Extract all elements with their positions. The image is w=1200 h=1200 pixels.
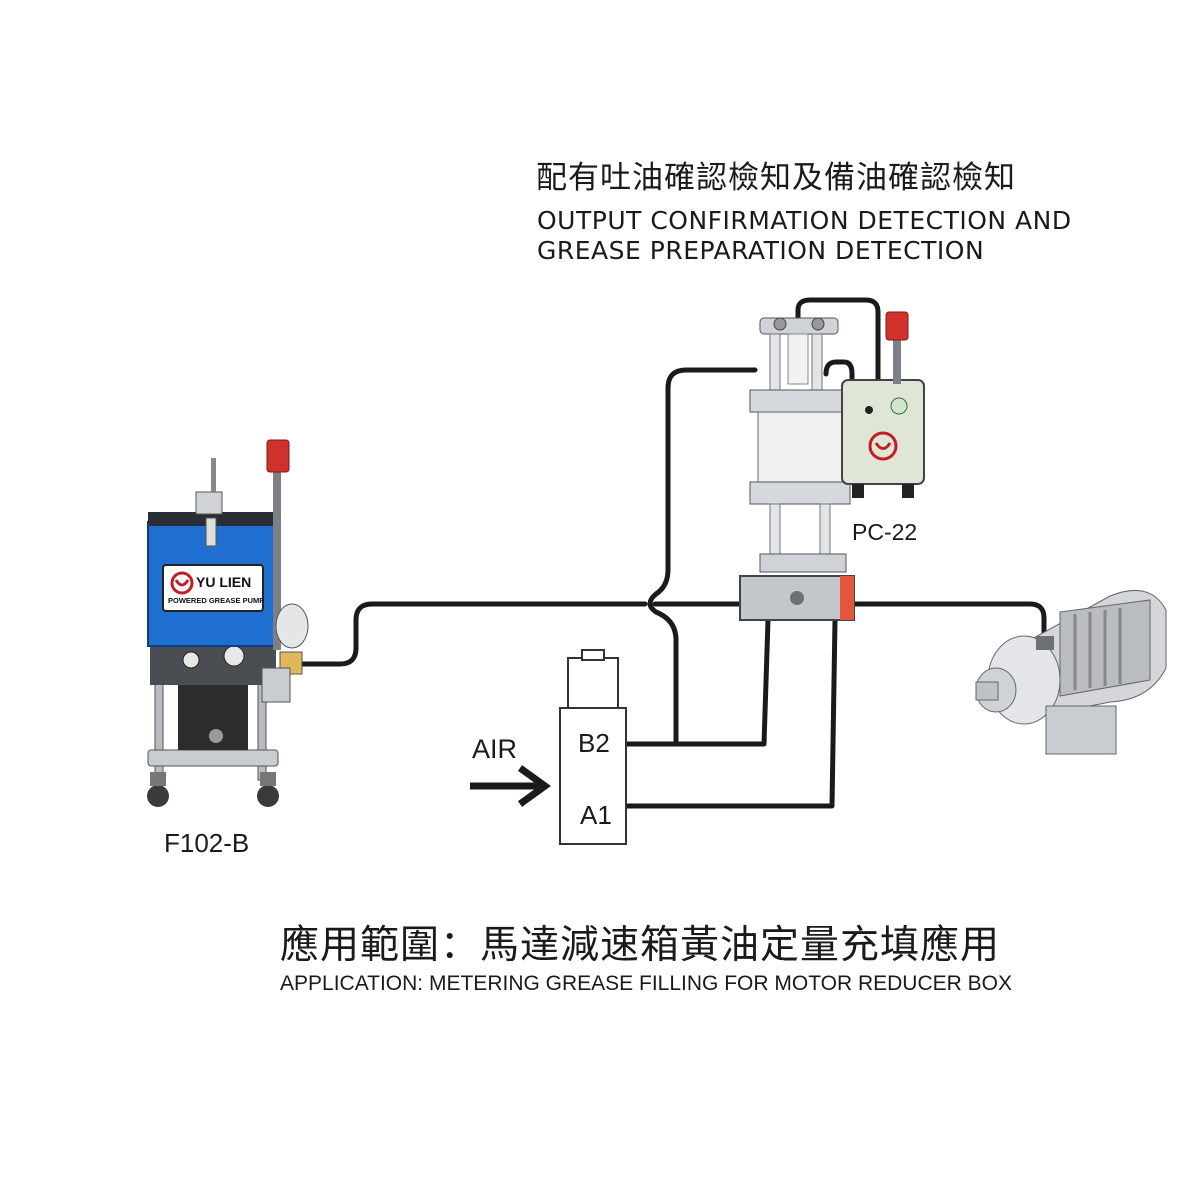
title-chinese: 配有吐油確認檢知及備油確認檢知 [536, 160, 1016, 196]
air-label: AIR [472, 734, 518, 764]
application-chinese: 應用範圍：馬達減速箱黃油定量充填應用 [280, 923, 1001, 968]
grease-output-line [849, 601, 1047, 643]
air-line-a1 [623, 617, 838, 809]
grease-supply-line [297, 601, 648, 667]
pump-brand-sub-label: POWERED GREASE PUMP [168, 596, 265, 605]
application-english: APPLICATION: METERING GREASE FILLING FOR… [280, 972, 1012, 995]
signal-line [647, 367, 758, 747]
air-line-b2 [623, 617, 771, 747]
sensor-cable [823, 359, 855, 387]
title-english-line2: GREASE PREPARATION DETECTION [537, 236, 985, 265]
grease-pump [147, 439, 309, 807]
port-b2-label: B2 [578, 728, 610, 758]
pc22-unit [739, 311, 925, 621]
solenoid-valve [559, 649, 627, 845]
hose-lines [297, 297, 1047, 809]
pump-brand-label: YU LIEN [196, 574, 252, 590]
controller-model-label: PC-22 [852, 519, 918, 545]
pump-model-label: F102-B [164, 828, 250, 858]
air-arrow [470, 765, 551, 807]
top-cable [795, 297, 881, 383]
port-a1-label: A1 [580, 800, 612, 830]
title-english-line1: OUTPUT CONFIRMATION DETECTION AND [537, 206, 1072, 235]
motor-reducer [975, 589, 1167, 755]
